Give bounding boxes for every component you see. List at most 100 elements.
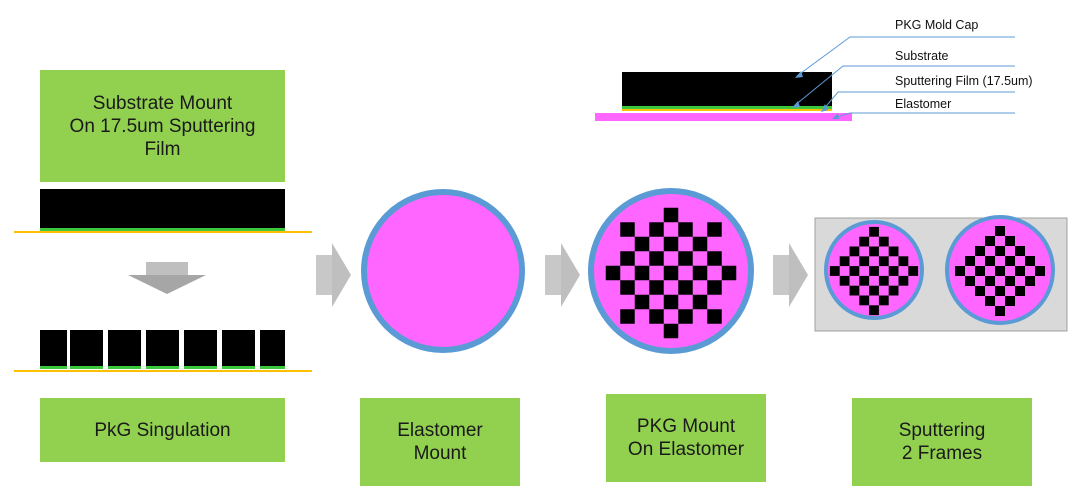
package-die: [995, 286, 1005, 296]
package-die: [878, 275, 889, 286]
package-die: [859, 295, 870, 306]
package-grid: [605, 207, 737, 339]
mold-cap-block: [40, 189, 285, 229]
package-die: [859, 256, 870, 267]
package-die: [975, 286, 985, 296]
substrate-strip: [14, 189, 312, 233]
package-die: [605, 265, 621, 281]
singulated-package: [184, 330, 217, 366]
elastomer-frame: [361, 189, 525, 353]
package-die: [849, 266, 860, 276]
package-die: [1025, 276, 1035, 286]
package-die: [1015, 246, 1025, 256]
step-pkg-mount-line1: PKG Mount: [636, 416, 736, 437]
step-sputtering-line1: Sputtering: [898, 420, 986, 441]
singulated-package-film: [70, 366, 103, 369]
package-die: [985, 276, 995, 286]
package-die: [663, 294, 679, 310]
package-die: [678, 251, 693, 266]
package-die: [663, 323, 679, 339]
package-die: [878, 236, 889, 247]
singulated-packages: [40, 330, 285, 369]
section-elastomer: [595, 113, 852, 121]
package-die: [707, 309, 722, 324]
package-die: [721, 265, 737, 281]
package-die: [888, 266, 899, 276]
package-die: [649, 251, 664, 266]
singulated-package: [108, 330, 141, 366]
package-die: [707, 251, 722, 266]
package-die: [692, 294, 708, 310]
package-die: [995, 246, 1005, 256]
package-die: [975, 266, 985, 276]
legend-substrate-label: Substrate: [895, 49, 949, 63]
legend-mold-cap-label: PKG Mold Cap: [895, 18, 979, 32]
step-elastomer-mount-line1: Elastomer: [397, 420, 483, 441]
step-elastomer-mount-line2: Mount: [413, 443, 467, 464]
singulated-package: [70, 330, 103, 366]
package-die: [707, 280, 722, 295]
package-die: [859, 275, 870, 286]
package-die: [678, 222, 693, 237]
legend-elastomer-label: Elastomer: [895, 97, 952, 111]
step-elastomer-mount: Elastomer Mount: [360, 398, 520, 486]
package-die: [692, 236, 708, 252]
package-grid-left: [829, 226, 919, 316]
singulated-package: [260, 330, 285, 366]
package-die: [995, 226, 1005, 236]
package-die: [839, 275, 850, 286]
substrate-film-layer: [40, 228, 285, 231]
section-substrate: [622, 106, 832, 109]
package-die: [678, 309, 693, 324]
singulated-package: [146, 330, 179, 366]
package-die: [829, 266, 840, 276]
package-die: [1005, 276, 1015, 286]
package-die: [1015, 266, 1025, 276]
package-die: [1005, 296, 1015, 306]
singulated-package-film: [108, 366, 141, 369]
package-die: [620, 251, 635, 266]
package-die: [898, 256, 909, 267]
cross-section: [595, 72, 852, 121]
step-pkg-singulation-label: PkG Singulation: [94, 419, 231, 441]
singulated-package-film: [146, 366, 179, 369]
package-die: [663, 207, 679, 223]
package-die: [678, 280, 693, 295]
package-die: [888, 285, 899, 296]
package-die: [995, 306, 1005, 316]
package-die: [1035, 266, 1045, 276]
step-pkg-singulation: PkG Singulation: [40, 398, 285, 462]
package-die: [663, 265, 679, 281]
package-die: [908, 266, 919, 276]
package-die: [692, 265, 708, 281]
singulated-package: [222, 330, 255, 366]
package-die: [620, 280, 635, 295]
step-sputtering-line2: 2 Frames: [901, 443, 983, 464]
package-die: [869, 226, 879, 237]
legend-film-label: Sputtering Film (17.5um): [895, 74, 1033, 88]
singulated-package-film: [222, 366, 255, 369]
package-die: [649, 222, 664, 237]
step-sputtering: Sputtering 2 Frames: [852, 398, 1032, 486]
tape-line-bottom: [14, 370, 312, 372]
package-die: [634, 294, 650, 310]
package-die: [955, 266, 965, 276]
package-die: [1015, 286, 1025, 296]
package-die: [869, 266, 879, 276]
step-substrate-mount-line3: Film: [144, 138, 181, 160]
leader-arrowheads: [792, 71, 839, 119]
package-die: [1005, 256, 1015, 266]
package-die: [888, 246, 899, 257]
package-die: [634, 265, 650, 281]
package-die: [839, 256, 850, 267]
step-pkg-mount-line2: On Elastomer: [627, 439, 745, 460]
tape-line: [14, 231, 312, 233]
package-die: [1005, 236, 1015, 246]
package-die: [878, 256, 889, 267]
package-die: [634, 236, 650, 252]
package-die: [975, 246, 985, 256]
package-die: [859, 236, 870, 247]
down-arrow-icon: [128, 262, 206, 294]
step-substrate-mount-line1: Substrate Mount: [92, 92, 233, 114]
